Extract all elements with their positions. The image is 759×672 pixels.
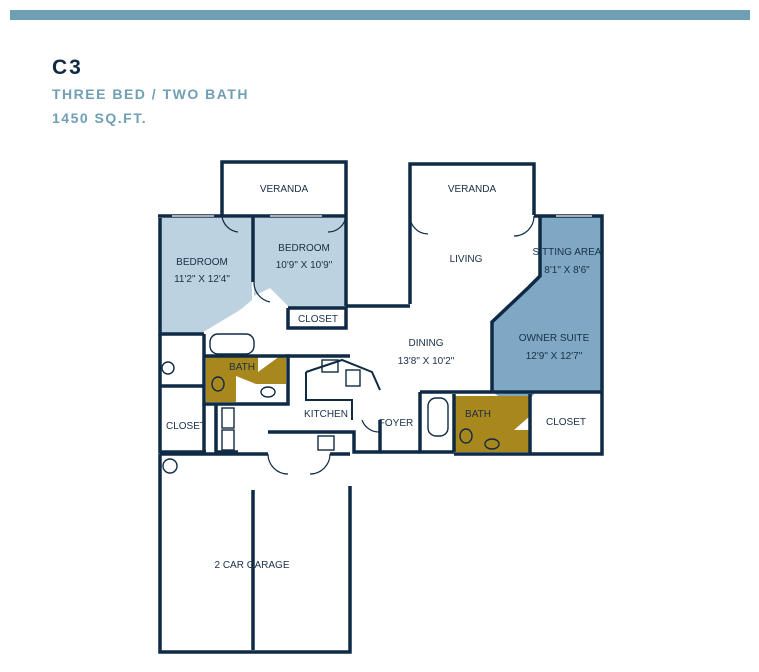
bedroom-1-label: BEDROOM: [176, 257, 228, 268]
beds-baths-subtitle: THREE BED / TWO BATH: [52, 86, 249, 102]
bath-right-label: BATH: [465, 409, 491, 420]
bedroom-1-size: 11'2" X 12'4": [174, 274, 230, 285]
sitting-area-size: 8'1" X 8'6": [544, 265, 590, 276]
closet-mid-label: CLOSET: [298, 314, 338, 325]
fixtures: [161, 333, 500, 474]
sitting-area-label: SITTING AREA: [533, 247, 602, 258]
bath-left-label: BATH: [229, 362, 255, 373]
veranda-left-label: VERANDA: [260, 184, 309, 195]
door-swings: [221, 215, 535, 475]
veranda-right-label: VERANDA: [448, 184, 497, 195]
owner-suite-fill: [492, 217, 602, 410]
garage-label: 2 CAR GARAGE: [214, 560, 289, 571]
closet-left-label: CLOSET: [166, 421, 206, 432]
unit-title: C3: [52, 56, 83, 79]
kitchen-label: KITCHEN: [304, 409, 348, 420]
owner-suite-size: 12'9" X 12'7": [526, 351, 583, 362]
walls: [158, 160, 604, 654]
closet-right-label: CLOSET: [546, 417, 586, 428]
owner-suite-label: OWNER SUITE: [519, 333, 590, 344]
bedroom-2-label: BEDROOM: [278, 243, 330, 254]
dining-size: 13'8" X 10'2": [398, 356, 455, 367]
bedroom-1-fill: [160, 218, 252, 334]
accent-bar: [10, 10, 750, 20]
bedroom-2-size: 10'9" X 10'9": [276, 260, 333, 271]
foyer-label: FOYER: [379, 418, 413, 429]
bath-right-fill: [454, 396, 530, 452]
bedroom-2-fill: [254, 218, 346, 308]
bath-left-fill: [206, 356, 286, 402]
square-footage: 1450 SQ.FT.: [52, 110, 148, 126]
living-label: LIVING: [450, 254, 483, 265]
dining-label: DINING: [409, 338, 444, 349]
